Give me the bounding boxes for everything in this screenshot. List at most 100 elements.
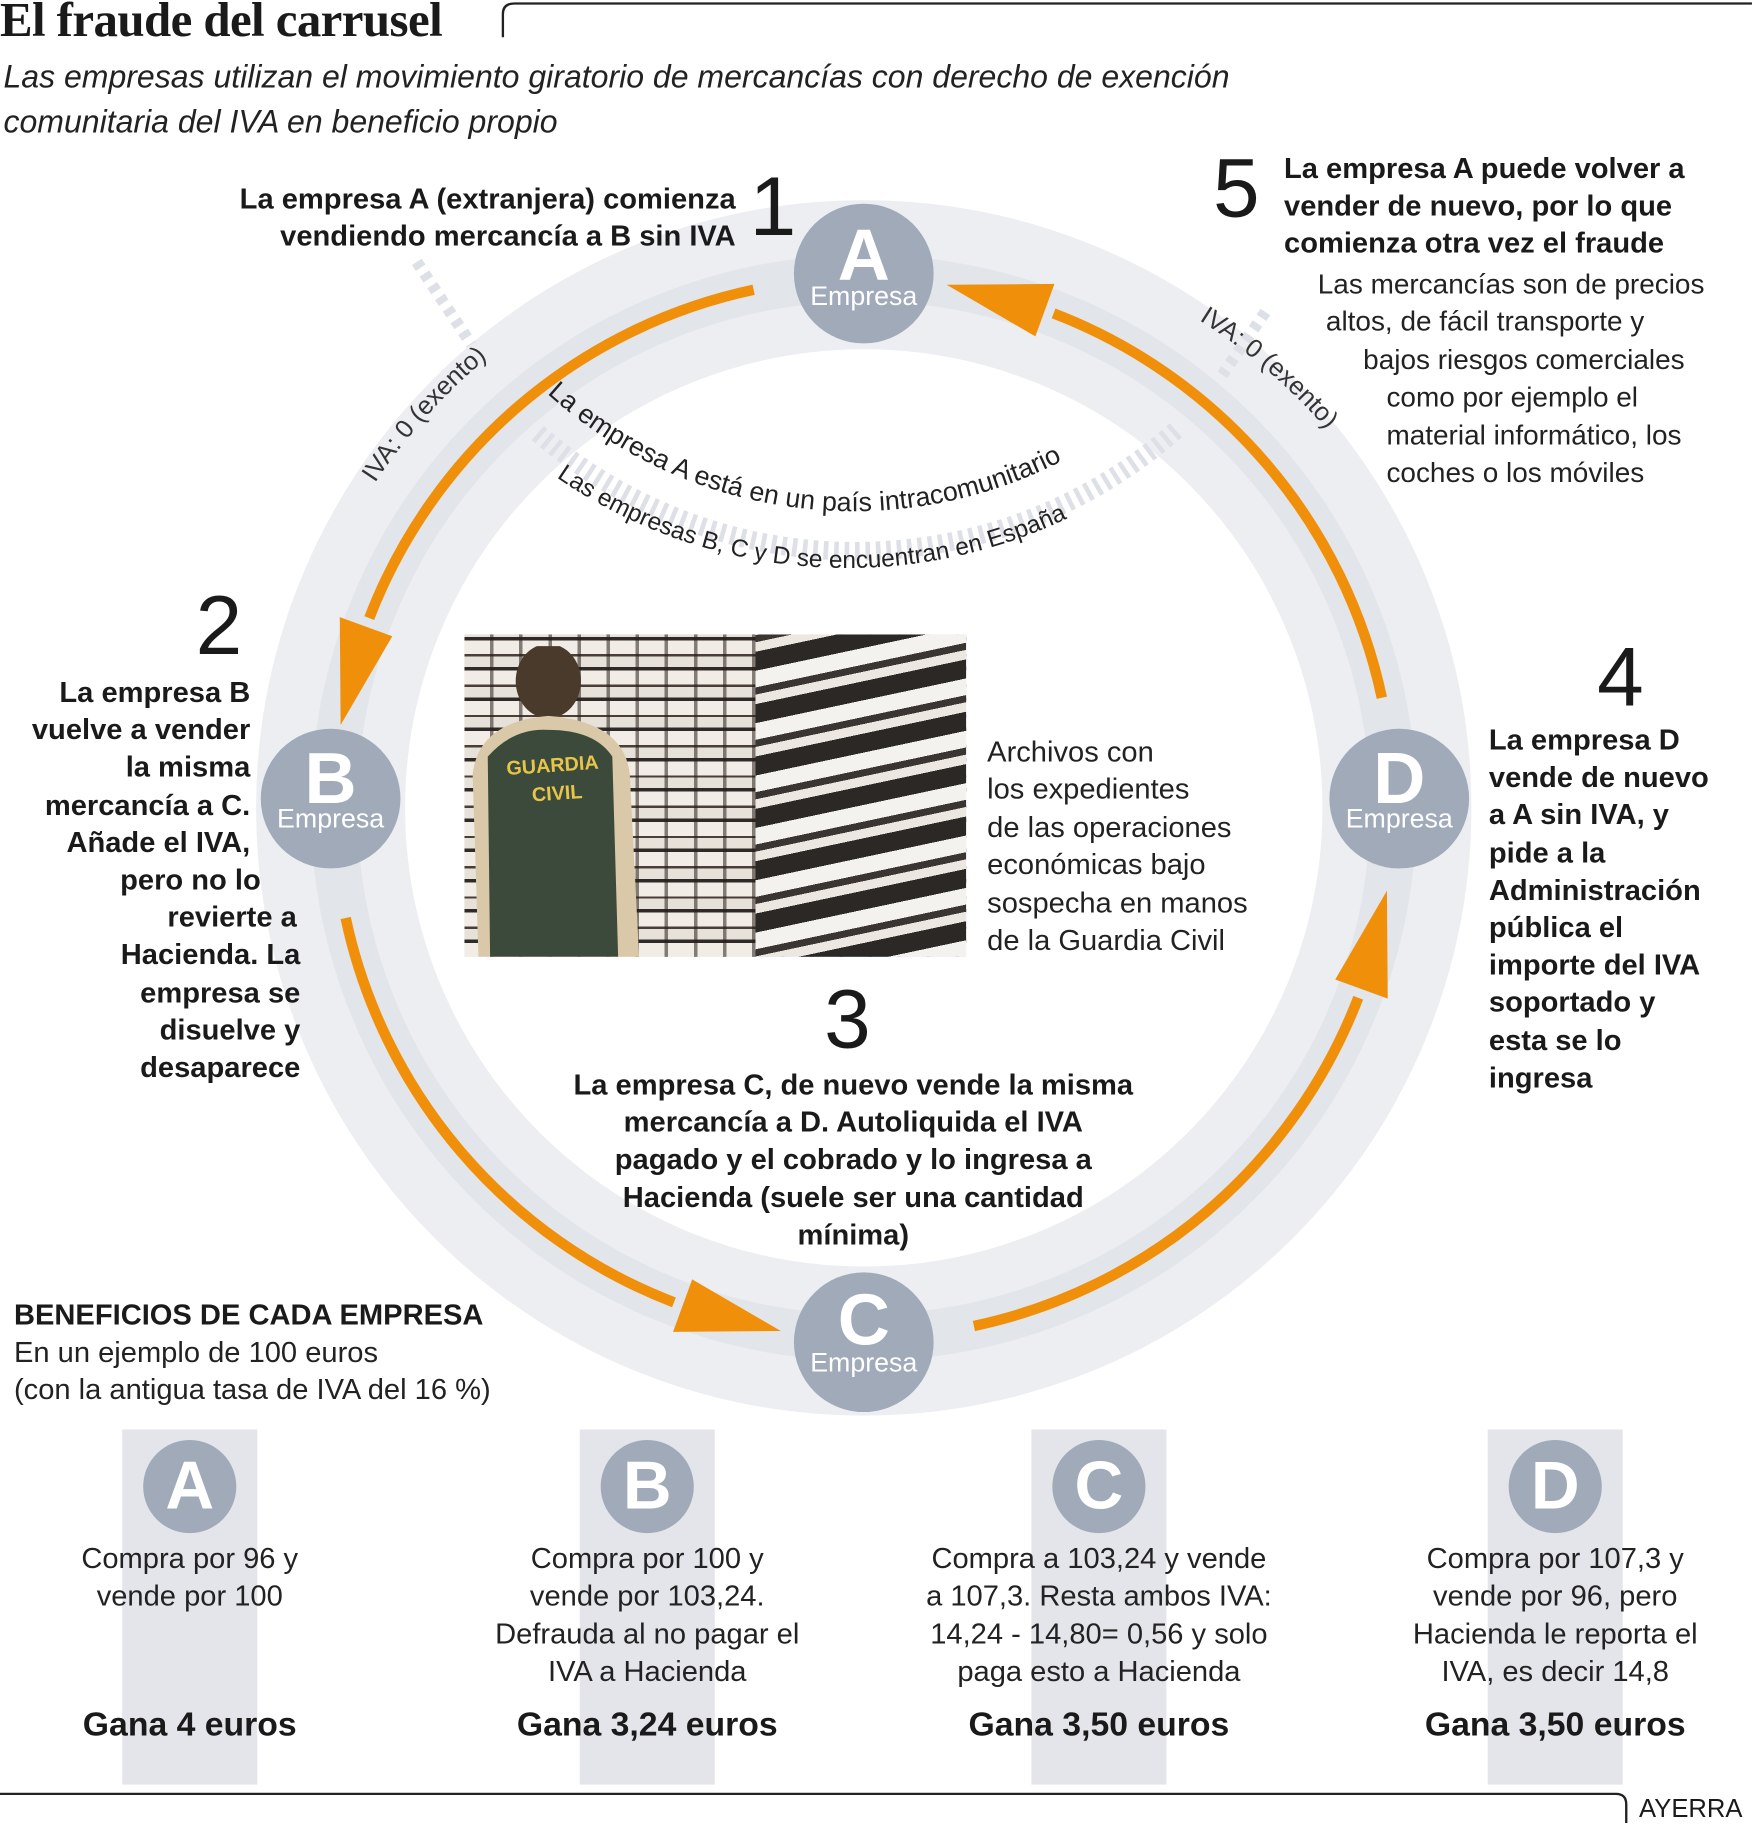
- step-3-line: La empresa C, de nuevo vende la misma: [573, 1068, 1134, 1102]
- note-line: bajos riesgos comerciales: [1363, 344, 1685, 376]
- benefits-intro: En un ejemplo de 100 euros (con la antig…: [14, 1334, 491, 1409]
- node-a-letter: A: [838, 215, 890, 295]
- company-description: Compra por 96 y vende por 100: [0, 1540, 388, 1615]
- description-line: Compra por 100 y: [530, 1542, 764, 1576]
- caption-line: de la Guardia Civil: [987, 924, 1225, 957]
- page-title: El fraude del carrusel: [0, 0, 443, 48]
- step-2-line: empresa se: [140, 976, 301, 1009]
- company-result: Gana 4 euros: [82, 1706, 297, 1744]
- description-line: vende por 100: [96, 1580, 283, 1613]
- divider-dash-left: [411, 258, 477, 348]
- note-line: como por ejemplo el: [1386, 382, 1639, 414]
- intro-line: (con la antigua tasa de IVA del 16 %): [13, 1374, 491, 1407]
- node-c: C Empresa: [793, 1272, 934, 1413]
- step-2-line: desaparece: [140, 1051, 301, 1084]
- step-4-line: pide a la: [1488, 836, 1606, 870]
- description-line: vende por 103,24.: [529, 1580, 765, 1613]
- photo-caption: Archivos con los expedientes de las oper…: [987, 733, 1247, 959]
- description-line: a 107,3. Resta ambos IVA:: [926, 1580, 1272, 1613]
- company-badge: B: [600, 1439, 694, 1534]
- step-5-line: vender de nuevo, por lo que: [1284, 189, 1673, 223]
- step-4-line: esta se lo: [1488, 1023, 1622, 1057]
- step-2-line: Añade el IVA,: [66, 826, 251, 859]
- company-badge: D: [1508, 1439, 1602, 1534]
- step-5-text: La empresa A puede volver a vender de nu…: [1284, 150, 1685, 262]
- description-line: Defrauda al no pagar el: [495, 1617, 800, 1651]
- caption-line: económicas bajo: [987, 848, 1206, 882]
- step-1-text: La empresa A (extranjera) comienza vendi…: [240, 180, 736, 255]
- arrow-c-to-d: [972, 995, 1364, 1332]
- subtitle-line-1: Las empresas utilizan el movimiento gira…: [3, 58, 1230, 95]
- step-4-line: vende de nuevo: [1488, 761, 1709, 795]
- step-4-number: 4: [1597, 630, 1644, 725]
- description-line: Compra a 103,24 y vende: [931, 1542, 1267, 1576]
- node-d-label: Empresa: [1346, 804, 1453, 834]
- step-2-line: revierte a: [167, 901, 297, 934]
- intracommunity-divider: [531, 421, 1185, 561]
- step-1-number: 1: [749, 160, 797, 254]
- arrow-d-to-a: [1051, 308, 1387, 699]
- credit: AYERRA: [1639, 1793, 1743, 1823]
- description-line: paga esto a Hacienda: [957, 1655, 1241, 1688]
- step-4-line: importe del IVA: [1488, 948, 1701, 982]
- step-2-line: mercancía a C.: [44, 788, 251, 822]
- description-line: IVA, es decir 14,8: [1441, 1655, 1670, 1688]
- step-1-line: La empresa A (extranjera) comienza: [239, 182, 736, 216]
- officer-figure: GUARDIA CIVIL: [472, 646, 640, 957]
- company-badge: C: [1052, 1439, 1146, 1534]
- description-line: IVA a Hacienda: [548, 1655, 747, 1688]
- company-result: Gana 3,50 euros: [1424, 1706, 1686, 1744]
- step-4-text: La empresa D vende de nuevo a A sin IVA,…: [1489, 722, 1709, 1097]
- step-4-line: a A sin IVA, y: [1488, 799, 1669, 832]
- description-line: vende por 96, pero: [1433, 1580, 1678, 1613]
- node-b-label: Empresa: [277, 804, 384, 834]
- node-b-letter: B: [305, 739, 357, 819]
- arrow-a-to-b-head: [339, 617, 393, 726]
- step-2-number: 2: [195, 579, 243, 673]
- arrow-d-to-a-head: [946, 283, 1055, 337]
- step-5-line: comienza otra vez el fraude: [1284, 227, 1665, 261]
- step-5-number: 5: [1212, 142, 1260, 236]
- description-line: 14,24 - 14,80= 0,56 y solo: [930, 1617, 1268, 1651]
- node-a: A Empresa: [793, 203, 934, 344]
- caption-line: sospecha en manos: [987, 886, 1248, 920]
- step-4-line: La empresa D: [1488, 724, 1680, 757]
- description-line: Compra por 107,3 y: [1426, 1542, 1684, 1576]
- vest-text-2: CIVIL: [531, 781, 583, 806]
- arrow-b-to-c-head: [673, 1279, 781, 1332]
- arrow-b-to-c: [340, 916, 676, 1308]
- arrow-a-to-b: [364, 284, 755, 620]
- company-result: Gana 3,24 euros: [516, 1706, 778, 1744]
- description-line: Hacienda le reporta el: [1412, 1617, 1698, 1651]
- step-2-line: la misma: [125, 751, 251, 784]
- node-a-label: Empresa: [810, 281, 917, 311]
- note-line: altos, de fácil transporte y: [1325, 306, 1645, 339]
- step-2-line: disuelve y: [159, 1013, 301, 1047]
- step-5-note: Las mercancías son de precios altos, de …: [1318, 267, 1705, 493]
- step-2-line: Hacienda. La: [120, 938, 301, 972]
- benefits-title: BENEFICIOS DE CADA EMPRESA: [13, 1299, 484, 1332]
- step-4-line: ingresa: [1488, 1061, 1593, 1095]
- company-result: Gana 3,50 euros: [968, 1706, 1230, 1744]
- step-4-line: Administración: [1488, 874, 1701, 907]
- binder-stack: [755, 634, 967, 957]
- guardia-civil-archive-photo: GUARDIA CIVIL: [464, 634, 967, 957]
- description-line: Compra por 96 y: [81, 1542, 299, 1576]
- step-4-line: pública el: [1488, 911, 1624, 945]
- step-4-line: soportado y: [1488, 986, 1656, 1020]
- company-badge: A: [143, 1439, 237, 1534]
- step-3-line: mercancía a D. Autoliquida el IVA: [623, 1106, 1083, 1139]
- step-5-line: La empresa A puede volver a: [1284, 152, 1685, 186]
- step-3-text: La empresa C, de nuevo vende la misma me…: [504, 1066, 1202, 1253]
- footer-rule: [0, 1792, 1628, 1823]
- note-line: Las mercancías son de precios: [1317, 268, 1705, 301]
- caption-line: los expedientes: [987, 773, 1190, 807]
- node-c-label: Empresa: [810, 1347, 917, 1377]
- step-2-line: pero no lo: [120, 863, 261, 897]
- intro-line: En un ejemplo de 100 euros: [13, 1336, 379, 1369]
- step-2-line: La empresa B: [59, 676, 251, 709]
- step-3-number: 3: [824, 973, 871, 1067]
